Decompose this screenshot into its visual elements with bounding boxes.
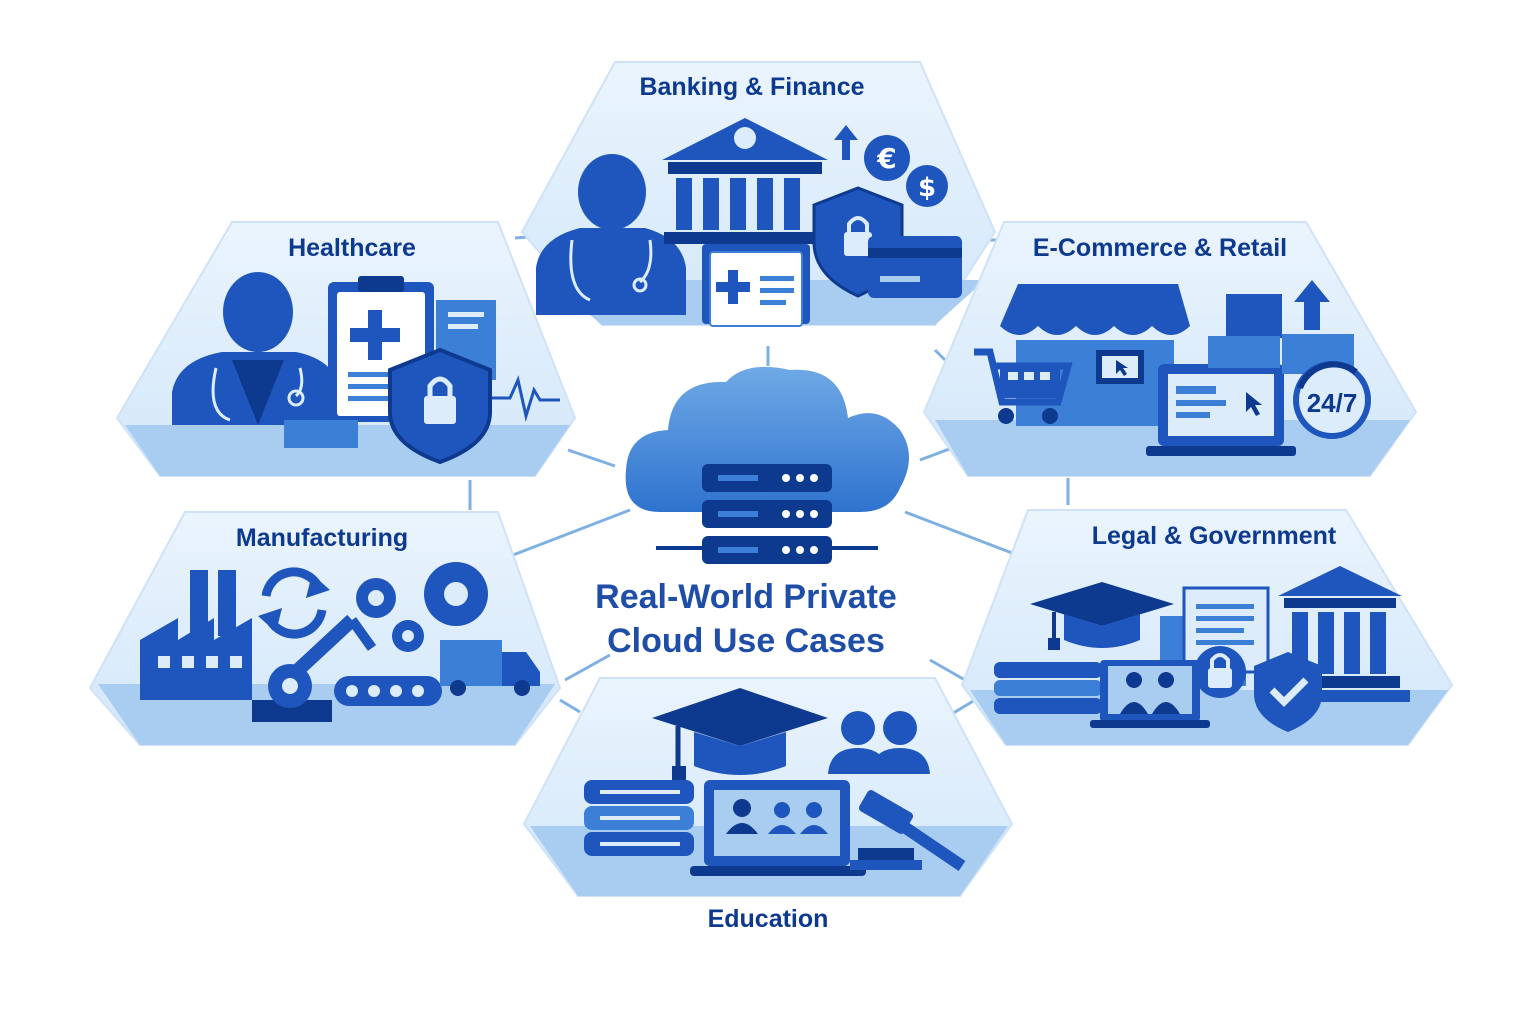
check-shield-icon — [1254, 652, 1322, 732]
panel-legal-government: Legal & Government — [960, 509, 1454, 746]
panel-healthcare: Healthcare — [115, 221, 577, 477]
sync-arrows-icon — [258, 567, 330, 639]
medical-record-icon — [702, 244, 810, 327]
doctor-icon — [536, 154, 686, 315]
panel-ecommerce-retail: E-Commerce & Retail — [922, 221, 1418, 477]
doctor-icon — [172, 272, 340, 425]
panel-title-ecommerce: E-Commerce & Retail — [1033, 234, 1287, 262]
diagram-title-line1: Real-World Private — [595, 578, 897, 616]
24-7-badge-icon: 24/7 — [1293, 361, 1371, 439]
panel-title-education: Education — [708, 905, 829, 933]
panel-title-legal: Legal & Government — [1092, 522, 1337, 550]
arrow-up-icon — [834, 125, 858, 160]
panel-title-manufacturing: Manufacturing — [236, 524, 408, 552]
server-stack-icon — [656, 464, 878, 564]
diagram-title-line2: Cloud Use Cases — [607, 622, 885, 660]
panel-title-healthcare: Healthcare — [288, 234, 416, 262]
books-icon — [584, 780, 694, 856]
svg-text:€: € — [876, 142, 896, 175]
panel-banking-finance: Banking & Finance — [520, 61, 997, 327]
conveyor-belt-icon — [334, 676, 442, 706]
id-card-icon — [284, 420, 358, 448]
euro-coin-icon: € — [864, 135, 910, 181]
laptop-icon — [1146, 364, 1296, 456]
gear-icon — [356, 562, 488, 652]
central-cloud-hub: Real-World Private Cloud Use Cases — [595, 366, 909, 660]
graduation-cap-icon — [1030, 582, 1174, 650]
cloud-icon — [625, 366, 909, 512]
gavel-icon — [850, 790, 966, 871]
books-icon — [994, 662, 1102, 714]
graduation-cap-icon — [652, 688, 828, 780]
padlock-icon — [1194, 646, 1246, 698]
svg-text:$: $ — [918, 173, 936, 203]
arrow-up-icon — [1294, 280, 1330, 330]
users-icon — [828, 711, 930, 774]
factory-icon — [140, 570, 252, 700]
document-icon — [1160, 586, 1270, 686]
panel-manufacturing: Manufacturing — [88, 511, 562, 746]
bank-building-icon — [662, 118, 828, 244]
security-shield-icon — [388, 347, 492, 465]
truck-icon — [440, 640, 540, 696]
badge-24-7: 24/7 — [1307, 388, 1358, 418]
panel-title-banking: Banking & Finance — [639, 73, 864, 101]
dollar-coin-icon: $ — [906, 165, 948, 207]
credit-card-icon — [868, 236, 962, 298]
panel-education: Education — [522, 677, 1014, 933]
shopping-cart-icon — [974, 348, 1073, 424]
laptop-video-icon — [690, 780, 866, 876]
robot-arm-icon — [252, 614, 377, 722]
heartbeat-icon — [492, 375, 560, 422]
video-call-icon — [1090, 660, 1210, 728]
